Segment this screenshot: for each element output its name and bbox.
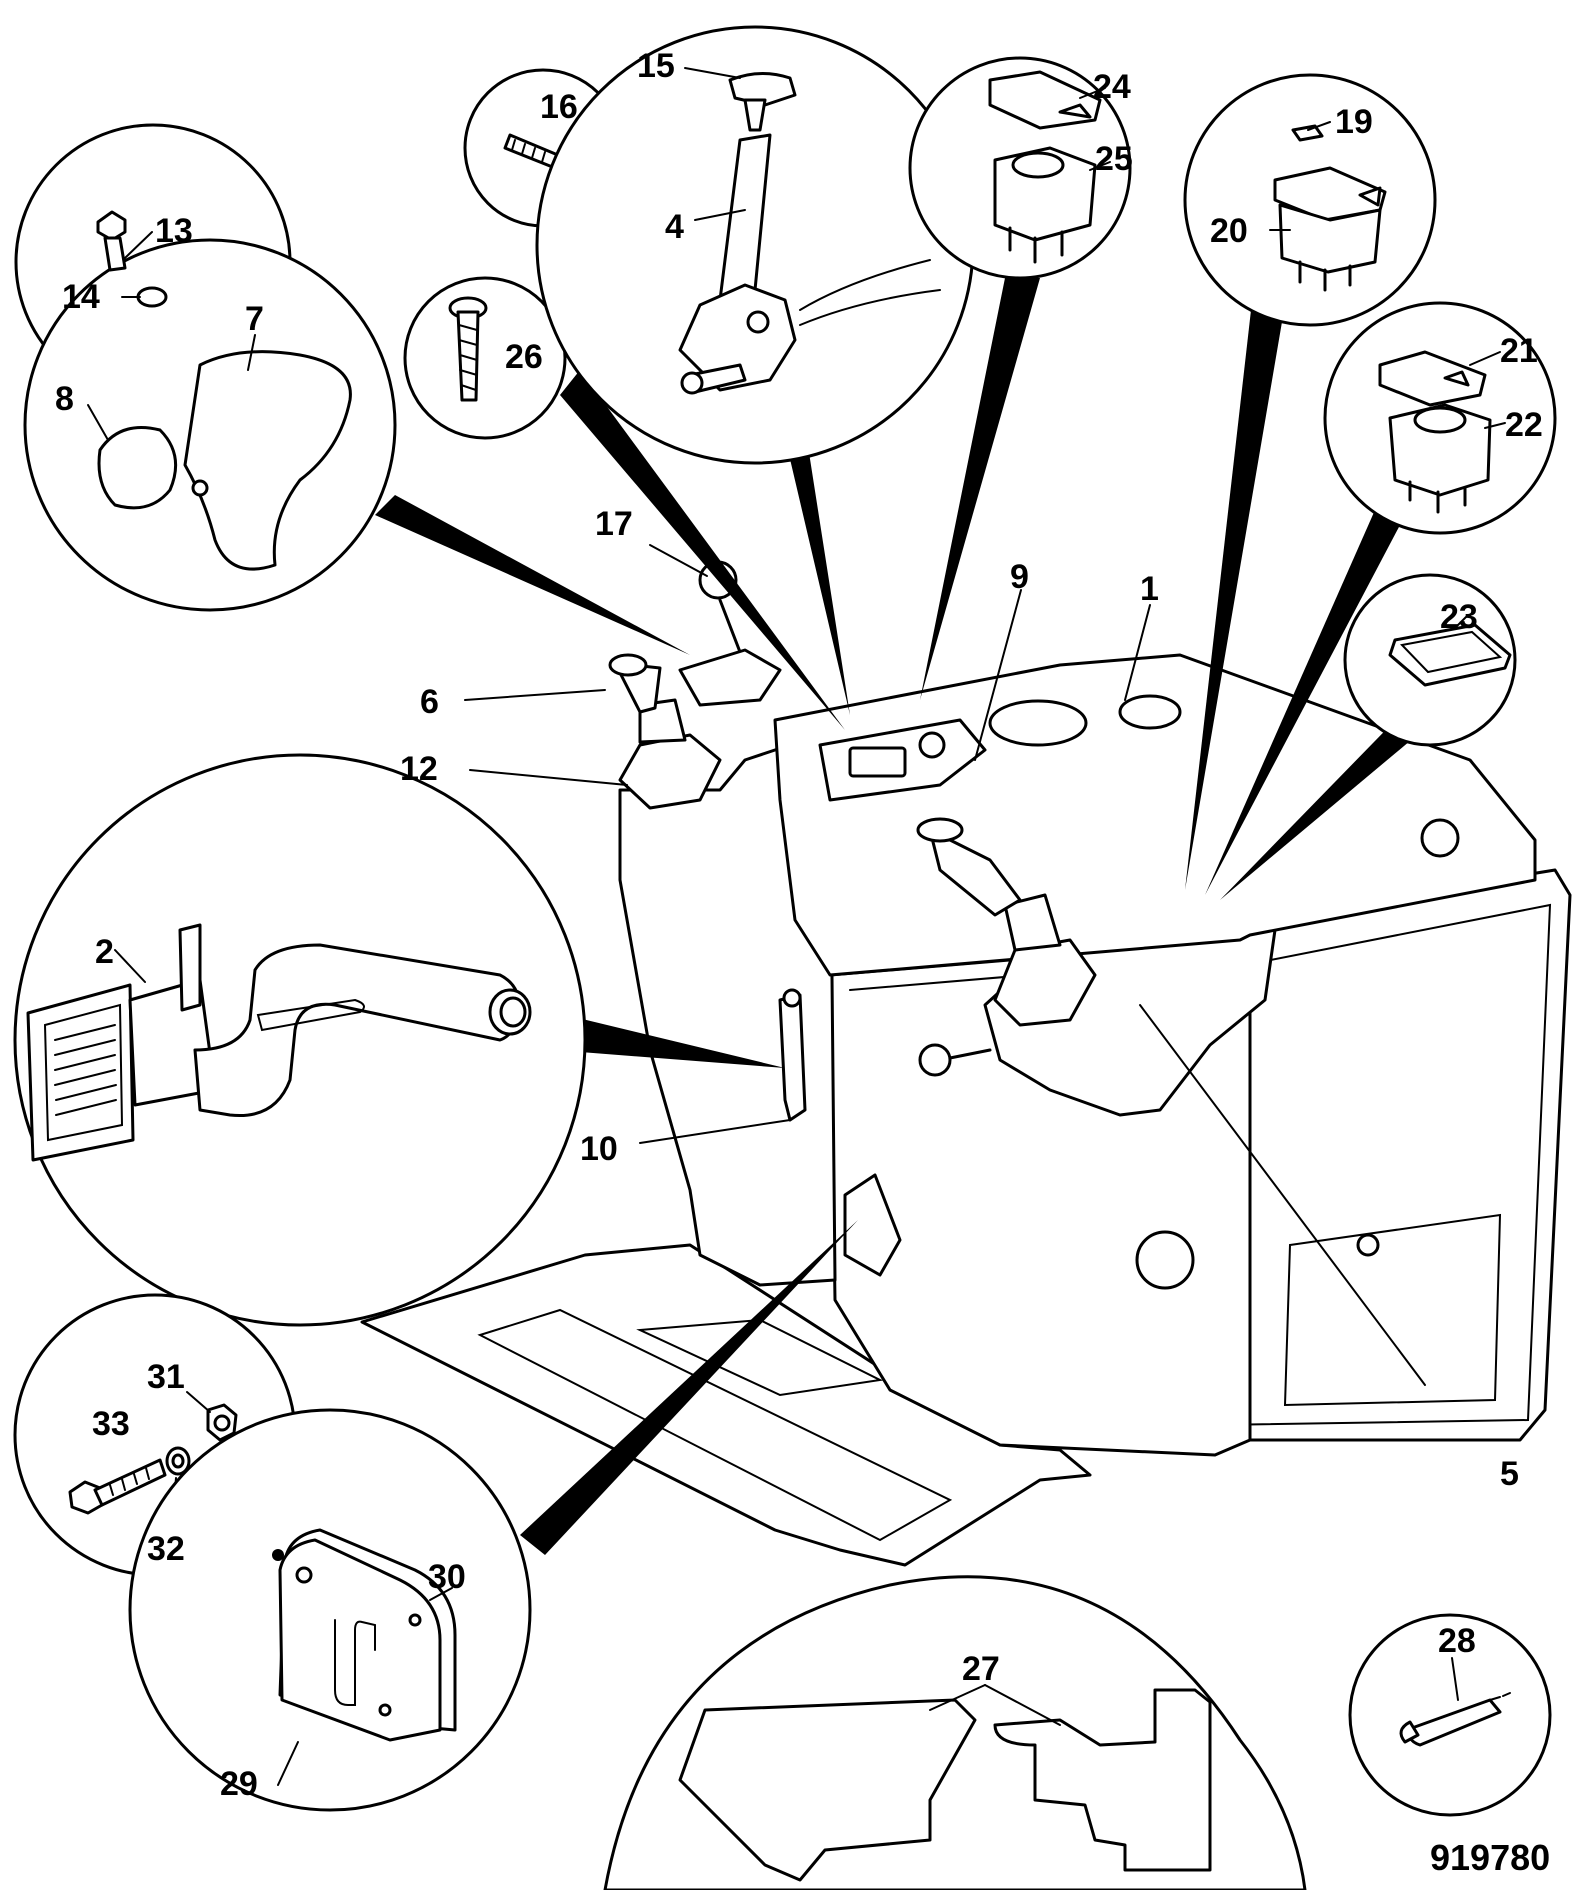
callout-19: 19 <box>1335 103 1373 141</box>
detail-trim-27 <box>603 1575 1307 1890</box>
callout-8: 8 <box>55 380 74 418</box>
detail-screw-26 <box>403 276 567 440</box>
callout-30: 30 <box>428 1558 466 1596</box>
callout-20: 20 <box>1210 212 1248 250</box>
callout-17: 17 <box>595 505 633 543</box>
callout-7: 7 <box>245 300 264 338</box>
washer-14 <box>136 286 168 308</box>
callout-labels: 1 2 4 5 6 7 8 9 10 12 13 14 15 16 17 19 … <box>55 47 1543 1803</box>
detail-blanking-plug-23 <box>1343 573 1517 747</box>
callout-13: 13 <box>155 212 193 250</box>
bolt-13 <box>96 210 127 272</box>
callout-5: 5 <box>1500 1455 1519 1493</box>
detail-switch-24-25 <box>908 56 1132 280</box>
console-assembly <box>360 560 1572 1567</box>
callout-15: 15 <box>637 47 675 85</box>
callout-14: 14 <box>62 278 100 316</box>
callout-29: 29 <box>220 1765 258 1803</box>
callout-26: 26 <box>505 338 543 376</box>
detail-edge-trim-28 <box>1348 1613 1552 1817</box>
detail-throttle-lever <box>535 25 975 465</box>
callout-23: 23 <box>1440 598 1478 636</box>
callout-6: 6 <box>420 683 439 721</box>
callout-2: 2 <box>95 933 114 971</box>
detail-mounting-plate-29-30 <box>128 1408 532 1812</box>
callout-33: 33 <box>92 1405 130 1443</box>
callout-32: 32 <box>147 1530 185 1568</box>
left-joystick[interactable] <box>608 653 722 810</box>
callout-22: 22 <box>1505 406 1543 444</box>
callout-31: 31 <box>147 1358 185 1396</box>
detail-armrest-cover <box>14 123 397 612</box>
detail-switch-21-22 <box>1323 301 1557 535</box>
callout-21: 21 <box>1500 332 1538 370</box>
callout-12: 12 <box>400 750 438 788</box>
detail-switch-19-20 <box>1183 73 1437 327</box>
callout-24: 24 <box>1093 68 1131 106</box>
callout-27: 27 <box>962 1650 1000 1688</box>
callout-10: 10 <box>580 1130 618 1168</box>
lever-10[interactable] <box>778 988 807 1122</box>
callout-4: 4 <box>665 208 684 246</box>
callout-1: 1 <box>1140 570 1159 608</box>
leader-lines <box>375 275 1435 1555</box>
detail-heater-duct-2 <box>13 753 587 1327</box>
knob[interactable] <box>918 1043 952 1077</box>
callout-28: 28 <box>1438 1622 1476 1660</box>
right-joystick[interactable] <box>916 817 1097 1027</box>
callout-16: 16 <box>540 88 578 126</box>
callout-25: 25 <box>1095 140 1133 178</box>
callout-9: 9 <box>1010 558 1029 596</box>
reference-number: 919780 <box>1430 1837 1550 1878</box>
floor-plate <box>360 1243 1092 1567</box>
